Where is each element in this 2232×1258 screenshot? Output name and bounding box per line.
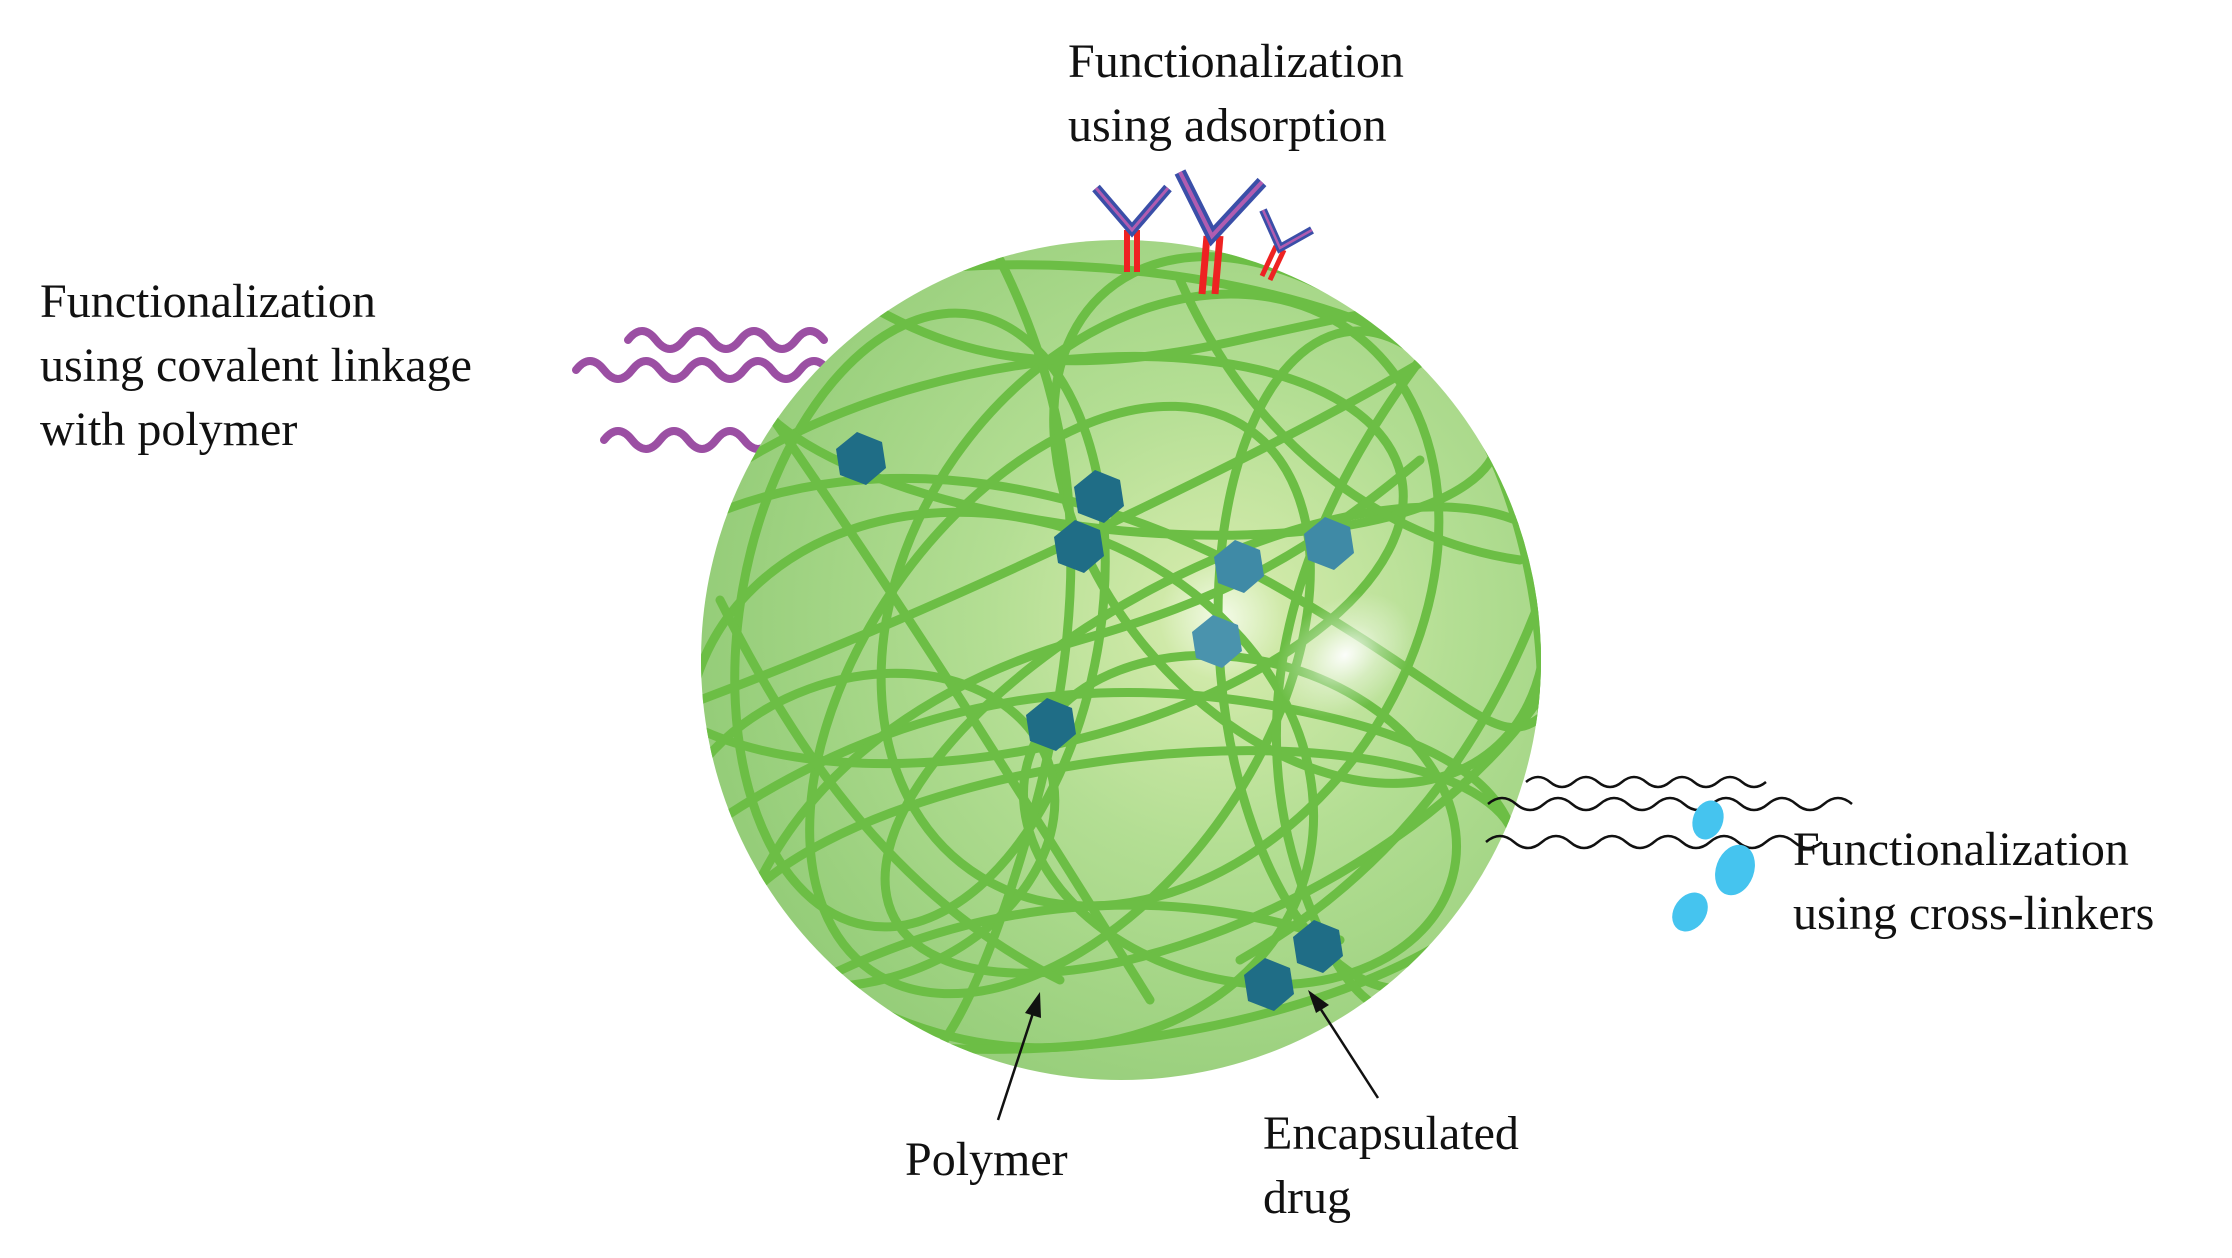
polymer-arrow xyxy=(996,1009,1036,1121)
crosslinker-chain-1 xyxy=(1525,775,1767,789)
label-line: using covalent linkage xyxy=(40,339,472,392)
cross-linkers xyxy=(1485,775,1853,932)
label-line: Polymer xyxy=(905,1133,1068,1186)
crosslinker-chain-2 xyxy=(1487,796,1853,812)
ellipse-bead-icon xyxy=(1692,800,1724,840)
pointer-arrows xyxy=(996,990,1380,1121)
label-line: Functionalization xyxy=(1793,823,2129,876)
adsorbed-antibodies xyxy=(1092,169,1314,295)
drug-arrowhead xyxy=(1308,990,1329,1013)
hexagon-icon xyxy=(1074,470,1124,523)
antibody-y-icon xyxy=(1092,184,1172,272)
label-line: using cross-linkers xyxy=(1793,887,2155,940)
hexagon-icon xyxy=(1026,698,1076,751)
label-cross-linkers: Functionalization using cross-linkers xyxy=(1793,818,2154,946)
label-line: drug xyxy=(1263,1171,1351,1224)
label-line: Functionalization xyxy=(1068,35,1404,88)
label-polymer: Polymer xyxy=(905,1128,1068,1192)
label-line: Encapsulated xyxy=(1263,1107,1519,1160)
hexagon-icon xyxy=(1293,920,1343,973)
covalent-chain-2 xyxy=(572,357,832,383)
antibody-y-icon xyxy=(1259,208,1314,282)
hexagon-icon xyxy=(1244,958,1294,1011)
drug-arrow xyxy=(1318,1007,1380,1099)
sphere-highlight xyxy=(1275,592,1415,718)
crosslinker-chain-3 xyxy=(1485,834,1823,850)
encapsulated-drugs xyxy=(836,432,1354,1011)
label-line: using adsorption xyxy=(1068,99,1387,152)
label-covalent-linkage: Functionalization using covalent linkage… xyxy=(40,270,472,462)
ellipse-bead-icon xyxy=(1715,844,1755,896)
ellipse-bead-icon xyxy=(1672,892,1708,932)
antibody-y-icon xyxy=(1174,169,1267,295)
hexagon-icon xyxy=(1304,517,1354,570)
label-adsorption: Functionalization using adsorption xyxy=(1068,30,1404,158)
hexagon-icon xyxy=(1214,540,1264,593)
hexagon-icon xyxy=(836,432,886,485)
covalent-chain-1 xyxy=(624,327,828,353)
polymer-arrowhead xyxy=(1025,992,1041,1018)
label-line: Functionalization xyxy=(40,275,376,328)
hexagon-icon xyxy=(1192,615,1242,668)
label-encapsulated-drug: Encapsulated drug xyxy=(1263,1102,1519,1230)
hexagon-icon xyxy=(1054,520,1104,573)
label-line: with polymer xyxy=(40,403,298,456)
